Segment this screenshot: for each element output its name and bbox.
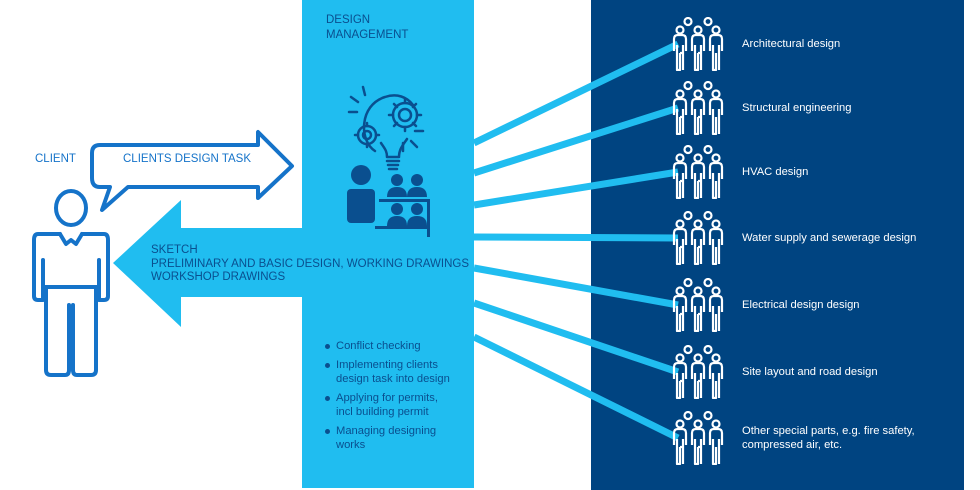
connector-line — [472, 104, 680, 177]
task-item: Applying for permits, incl building permi… — [322, 391, 472, 419]
deliverable-line: PRELIMINARY AND BASIC DESIGN, WORKING DR… — [151, 257, 470, 270]
connector-line — [473, 264, 679, 309]
team-label: HVAC design — [742, 165, 962, 179]
deliverables-text: SKETCH PRELIMINARY AND BASIC DESIGN, WOR… — [151, 244, 469, 285]
deliverable-line: WORKSHOP DRAWINGS — [151, 271, 286, 283]
design-management-panel — [302, 0, 474, 488]
management-tasks-list: Conflict checking Implementing clients de… — [322, 339, 472, 457]
idea-gears-meeting-icon — [347, 85, 430, 237]
task-item: Conflict checking — [322, 339, 472, 353]
client-person-icon — [32, 189, 110, 377]
task-text: design task into design — [336, 373, 450, 385]
team-icon — [672, 345, 724, 399]
title-line-2: MANAGEMENT — [326, 29, 409, 41]
team-label-line: compressed air, etc. — [742, 439, 843, 451]
deliverables-arrow — [113, 200, 302, 327]
team-label-line: Other special parts, e.g. fire safety, — [742, 425, 915, 437]
clients-design-task-arrow — [90, 130, 294, 212]
bullet-icon — [325, 429, 330, 434]
team-label-line: Electrical design design — [742, 299, 860, 311]
deliverable-line: SKETCH — [151, 244, 198, 256]
task-item: Implementing clients design task into des… — [322, 358, 472, 386]
connector-line — [472, 299, 680, 376]
design-management-title: DESIGN MANAGEMENT — [326, 13, 408, 43]
bullet-icon — [325, 363, 330, 368]
team-label-line: Architectural design — [742, 38, 841, 50]
team-label-line: HVAC design — [742, 166, 809, 178]
team-icon — [672, 211, 724, 265]
task-text: works — [336, 439, 366, 451]
connector-line — [473, 168, 679, 209]
task-text: Implementing clients — [336, 359, 438, 371]
task-text: Managing designing — [336, 425, 437, 437]
task-text: Conflict checking — [336, 340, 421, 352]
team-label: Water supply and sewerage design — [742, 231, 962, 245]
design-teams-panel — [591, 0, 964, 490]
bullet-icon — [325, 344, 330, 349]
team-label: Architectural design — [742, 37, 962, 51]
team-icon — [672, 278, 724, 332]
task-text: Applying for permits, — [336, 392, 438, 404]
bullet-icon — [325, 396, 330, 401]
team-label-line: Water supply and sewerage design — [742, 232, 917, 244]
client-label: CLIENT — [35, 153, 76, 165]
title-line-1: DESIGN — [326, 14, 371, 26]
connector-line — [472, 40, 680, 147]
team-label-line: Structural engineering — [742, 102, 852, 114]
team-label: Structural engineering — [742, 101, 962, 115]
team-icon — [672, 411, 724, 465]
team-icon — [672, 145, 724, 199]
task-item: Managing designing works — [322, 424, 472, 452]
clients-design-task-label: CLIENTS DESIGN TASK — [123, 153, 252, 165]
team-label: Other special parts, e.g. fire safety, co… — [742, 424, 962, 452]
team-label-line: Site layout and road design — [742, 366, 878, 378]
team-label: Site layout and road design — [742, 365, 962, 379]
connector-line — [473, 233, 679, 242]
team-icon — [672, 17, 724, 71]
task-text: incl building permit — [336, 406, 429, 418]
connector-line — [472, 333, 680, 442]
team-icon — [672, 81, 724, 135]
team-label: Electrical design design — [742, 298, 962, 312]
